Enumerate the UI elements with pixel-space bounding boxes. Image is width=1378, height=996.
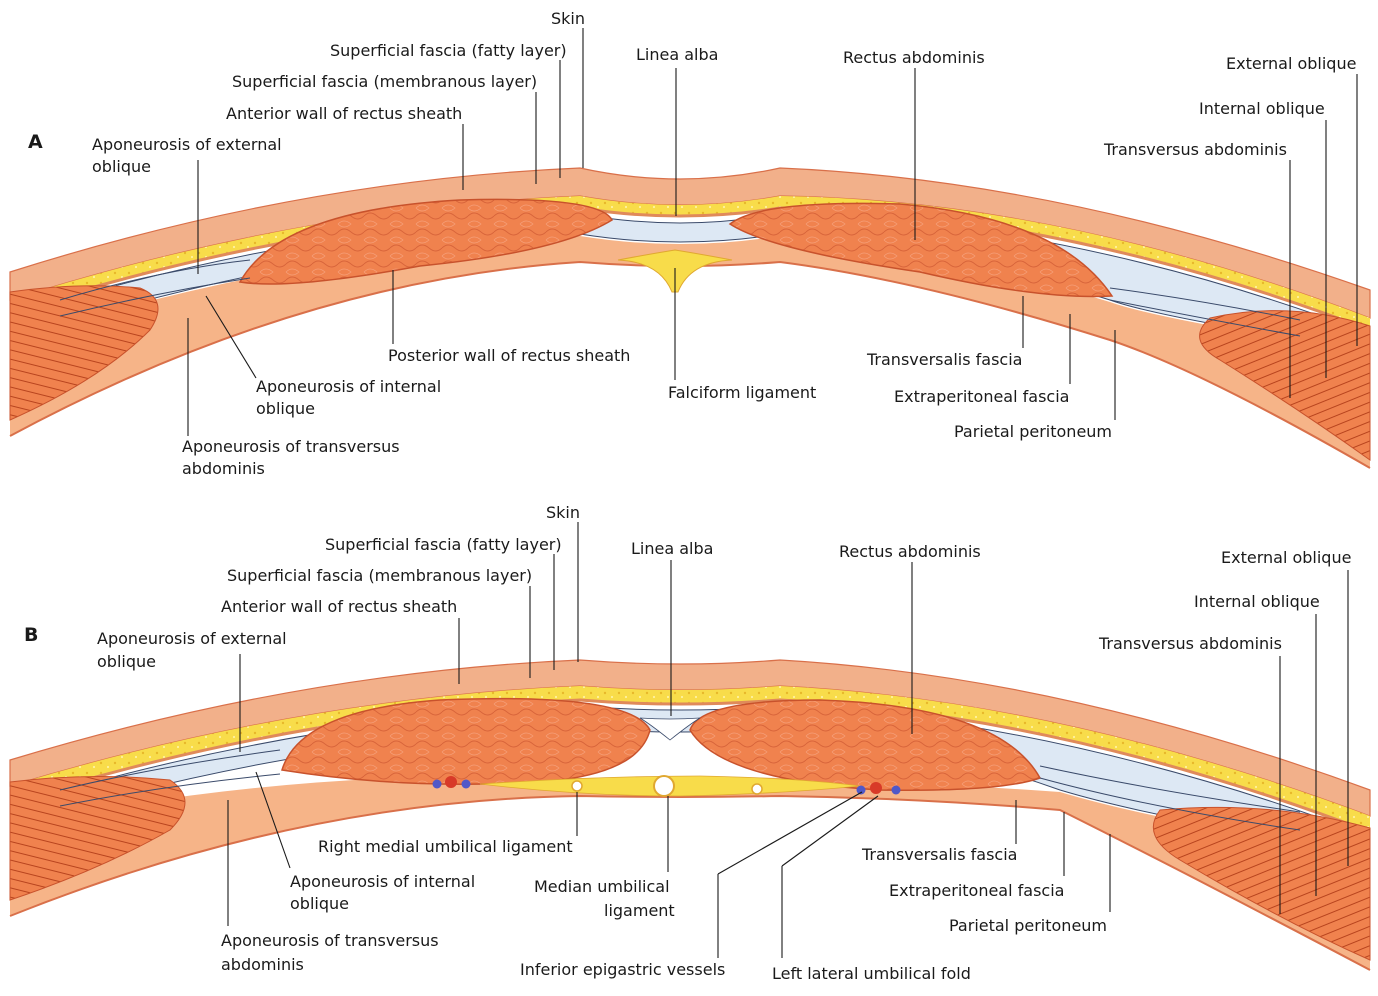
panel-b-label-right-medial: Right medial umbilical ligament xyxy=(318,837,573,856)
panel-b-label-anterior-wall: Anterior wall of rectus sheath xyxy=(221,597,457,616)
panel-a-label-int-oblique: Internal oblique xyxy=(1199,99,1325,118)
panel-b-label-fatty: Superficial fascia (fatty layer) xyxy=(325,535,562,554)
panel-b-label-left-lateral: Left lateral umbilical fold xyxy=(772,964,971,983)
panel-b-right-medial-umbilical-ligament xyxy=(572,781,582,791)
panel-a-label-parietal: Parietal peritoneum xyxy=(954,422,1112,441)
panel-b-label-ext-oblique: External oblique xyxy=(1221,548,1351,567)
panel-a-label-extraperitoneal: Extraperitoneal fascia xyxy=(894,387,1069,406)
panel-a: A xyxy=(10,9,1370,478)
panel-a-label-transversalis: Transversalis fascia xyxy=(866,350,1022,369)
panel-b-median-umbilical-ligament xyxy=(654,776,674,796)
panel-a-label-membranous: Superficial fascia (membranous layer) xyxy=(232,72,537,91)
panel-b: B xyxy=(10,503,1370,983)
panel-a-label-aponeurosis-ext-2: oblique xyxy=(92,157,151,176)
panel-b-label-linea-alba: Linea alba xyxy=(631,539,713,558)
panel-b-label-aponeurosis-trans-1: Aponeurosis of transversus xyxy=(221,931,439,950)
panel-b-letter: B xyxy=(24,624,38,646)
panel-b-label-int-oblique: Internal oblique xyxy=(1194,592,1320,611)
panel-b-label-median-2: ligament xyxy=(604,901,675,920)
panel-b-label-skin: Skin xyxy=(546,503,580,522)
panel-a-label-skin: Skin xyxy=(551,9,585,28)
panel-a-letter: A xyxy=(28,131,43,153)
panel-a-label-aponeurosis-trans-1: Aponeurosis of transversus xyxy=(182,437,400,456)
panel-b-label-aponeurosis-int-1: Aponeurosis of internal xyxy=(290,872,475,891)
panel-b-label-extraperitoneal: Extraperitoneal fascia xyxy=(889,881,1064,900)
panel-a-label-ext-oblique: External oblique xyxy=(1226,54,1356,73)
panel-a-label-aponeurosis-trans-2: abdominis xyxy=(182,459,265,478)
panel-b-label-aponeurosis-trans-2: abdominis xyxy=(221,955,304,974)
panel-b-label-aponeurosis-int-2: oblique xyxy=(290,894,349,913)
panel-b-label-aponeurosis-ext-1: Aponeurosis of external xyxy=(97,629,287,648)
panel-b-label-parietal: Parietal peritoneum xyxy=(949,916,1107,935)
panel-b-label-median-1: Median umbilical xyxy=(534,877,670,896)
panel-a-label-aponeurosis-ext-1: Aponeurosis of external xyxy=(92,135,282,154)
panel-a-label-aponeurosis-int-1: Aponeurosis of internal xyxy=(256,377,441,396)
panel-a-label-transversus: Transversus abdominis xyxy=(1103,140,1287,159)
panel-a-label-linea-alba: Linea alba xyxy=(636,45,718,64)
panel-a-label-posterior-wall: Posterior wall of rectus sheath xyxy=(388,346,630,365)
panel-a-label-falciform: Falciform ligament xyxy=(668,383,816,402)
panel-b-label-inferior-epigastric: Inferior epigastric vessels xyxy=(520,960,725,979)
panel-a-label-fatty: Superficial fascia (fatty layer) xyxy=(330,41,567,60)
panel-b-label-transversus: Transversus abdominis xyxy=(1098,634,1282,653)
panel-b-label-membranous: Superficial fascia (membranous layer) xyxy=(227,566,532,585)
panel-a-label-rectus: Rectus abdominis xyxy=(843,48,985,67)
panel-b-right-lateral-muscles xyxy=(1153,807,1370,960)
panel-b-label-transversalis: Transversalis fascia xyxy=(861,845,1017,864)
panel-b-label-aponeurosis-ext-2: oblique xyxy=(97,652,156,671)
panel-b-left-medial-umbilical-ligament xyxy=(752,784,762,794)
panel-a-label-anterior-wall: Anterior wall of rectus sheath xyxy=(226,104,462,123)
panel-b-label-rectus: Rectus abdominis xyxy=(839,542,981,561)
panel-a-label-aponeurosis-int-2: oblique xyxy=(256,399,315,418)
